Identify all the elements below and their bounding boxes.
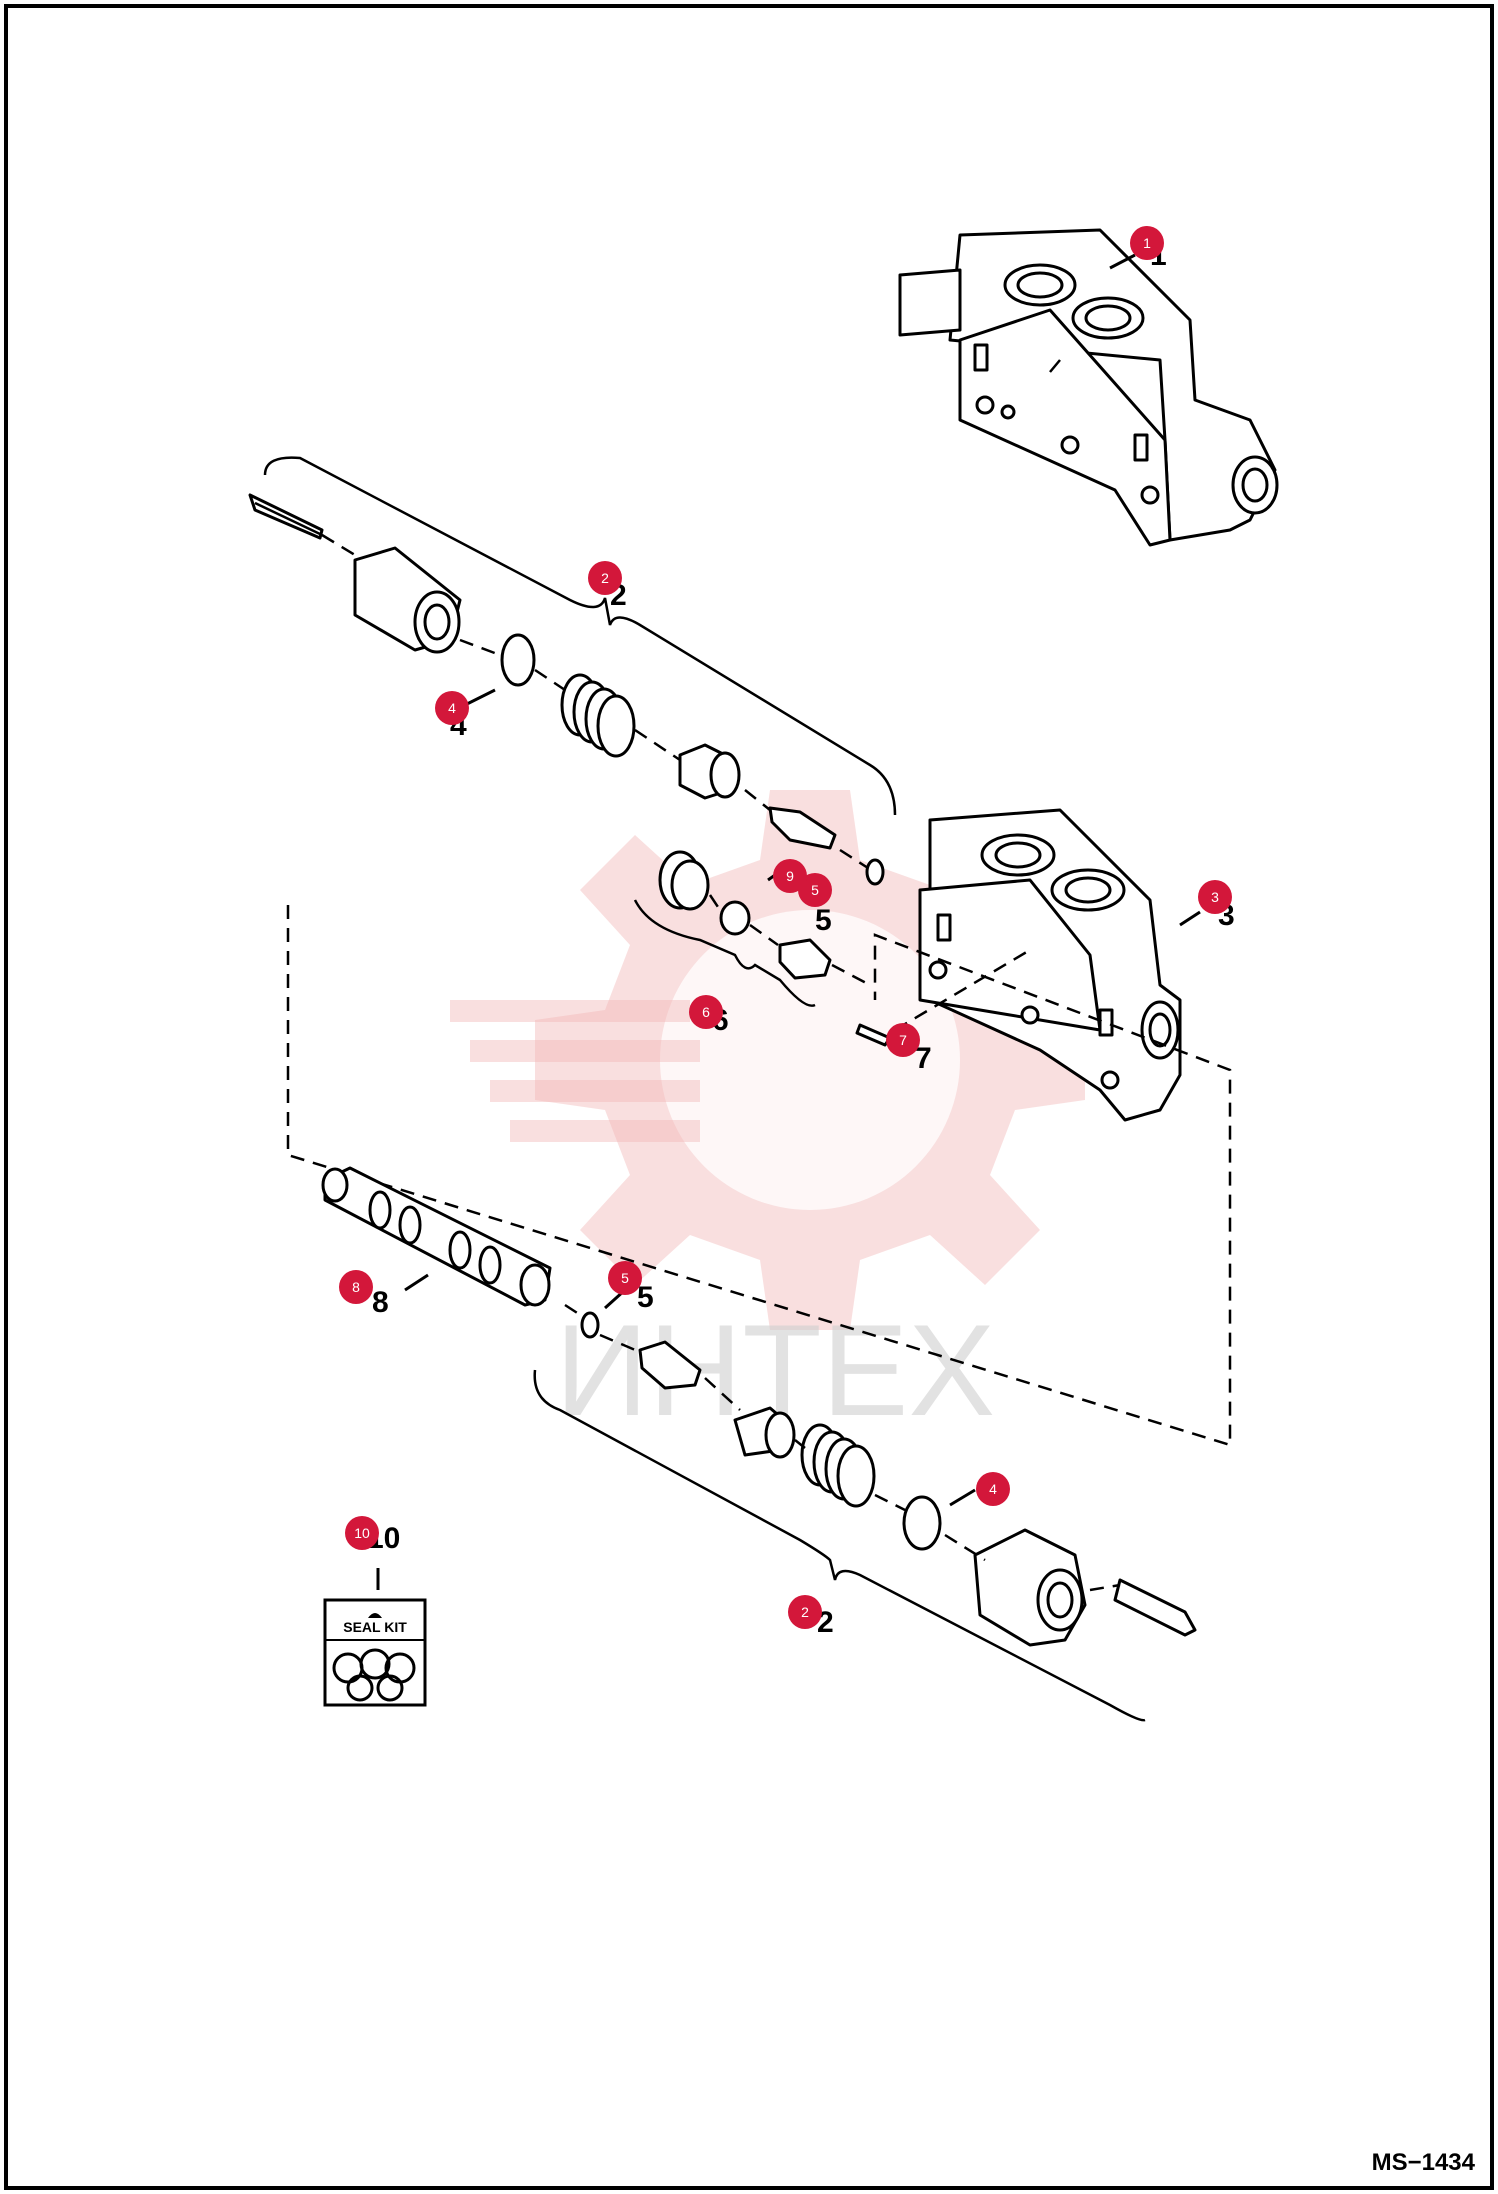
svg-text:3: 3	[1211, 889, 1219, 905]
callout-3[interactable]: 3	[1198, 880, 1232, 914]
callout-4-lower[interactable]: 4	[976, 1472, 1010, 1506]
number-5-upper: 5	[815, 904, 832, 937]
pin-item-7	[855, 948, 1031, 1047]
callout-markers: 1 2 3 4 5 6 7 8	[339, 226, 1232, 1629]
callout-5-upper[interactable]: 5	[798, 873, 832, 907]
seal-kit-label: SEAL KIT	[343, 1619, 407, 1635]
bracket-item-6	[633, 899, 816, 1007]
callout-9[interactable]: 9	[773, 859, 807, 893]
callout-1[interactable]: 1	[1130, 226, 1164, 260]
callout-4-upper[interactable]: 4	[435, 691, 469, 725]
svg-text:5: 5	[811, 882, 819, 898]
callout-10[interactable]: 10	[345, 1516, 379, 1550]
bracket-lower	[533, 1369, 1146, 1722]
callout-8[interactable]: 8	[339, 1270, 373, 1304]
callout-2-upper[interactable]: 2	[588, 561, 622, 595]
svg-text:8: 8	[352, 1279, 360, 1295]
dashed-spool-boundary	[286, 905, 1232, 1447]
relief-parts	[658, 850, 871, 987]
spool-item-8	[321, 1166, 552, 1307]
svg-text:2: 2	[601, 570, 609, 586]
number-7: 7	[915, 1042, 932, 1075]
page-border	[4, 4, 1494, 2190]
drawing-code: MS−1434	[1372, 2149, 1476, 2176]
callout-2-lower[interactable]: 2	[788, 1595, 822, 1629]
seal-kit: SEAL KIT	[323, 1568, 427, 1707]
number-5-lower: 5	[637, 1281, 654, 1314]
svg-text:10: 10	[354, 1525, 370, 1541]
bracket-upper	[263, 456, 897, 816]
callout-5-lower[interactable]: 5	[608, 1261, 642, 1295]
upper-spool-parts	[248, 493, 885, 886]
svg-text:2: 2	[801, 1604, 809, 1620]
svg-text:6: 6	[702, 1004, 710, 1020]
number-8: 8	[372, 1286, 389, 1319]
svg-text:1: 1	[1143, 235, 1151, 251]
svg-text:4: 4	[448, 700, 456, 716]
svg-text:5: 5	[621, 1270, 629, 1286]
svg-text:9: 9	[786, 868, 794, 884]
valve-section-middle	[918, 808, 1182, 1122]
callout-6[interactable]: 6	[689, 995, 723, 1029]
lower-spool-parts	[564, 1303, 1197, 1647]
callout-7[interactable]: 7	[886, 1023, 920, 1057]
valve-section-top	[898, 228, 1279, 547]
svg-text:7: 7	[899, 1032, 907, 1048]
svg-text:4: 4	[989, 1481, 997, 1497]
